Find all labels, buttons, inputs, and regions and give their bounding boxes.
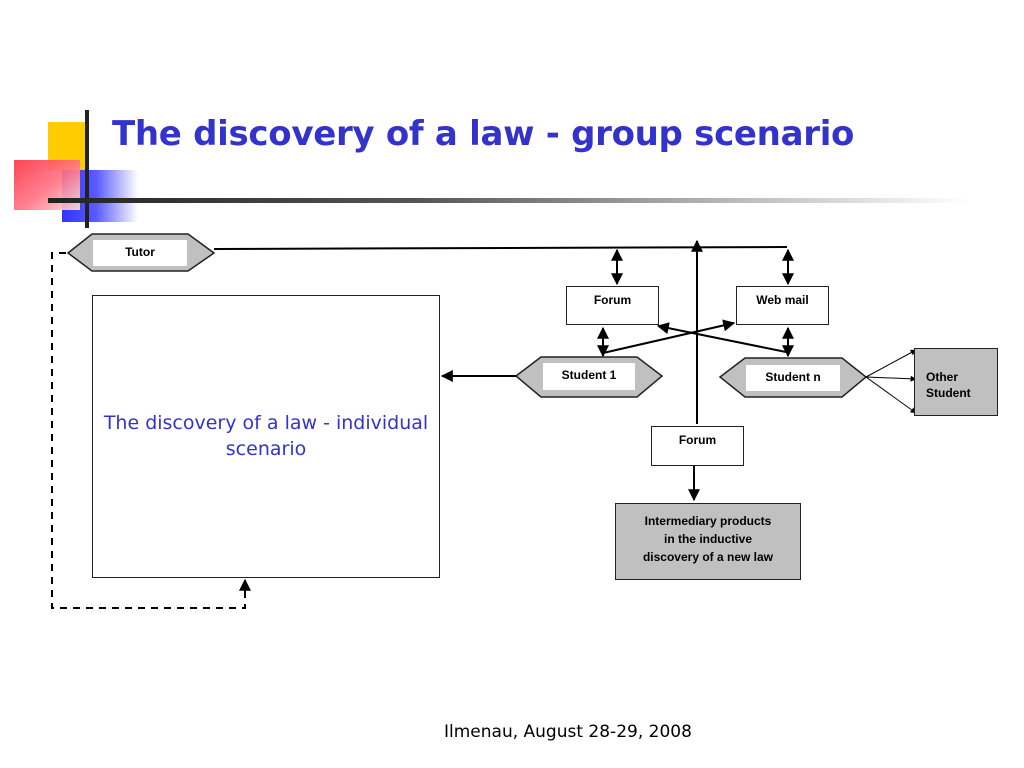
forum-top-box: Forum (566, 286, 659, 325)
intermediary-label-line3: discovery of a new law (642, 550, 774, 564)
slide-title: The discovery of a law - group scenario (112, 114, 855, 154)
title-underline (48, 198, 968, 203)
other-student-label-line2: Student (926, 386, 971, 400)
student-1-node (514, 356, 664, 398)
tutor-node (66, 233, 216, 272)
student-1-label: Student 1 (561, 368, 617, 382)
web-mail-box: Web mail (736, 286, 829, 325)
individual-scenario-label: The discovery of a law - individual scen… (103, 412, 429, 460)
student-n-label: Student n (765, 370, 821, 384)
dashed-feedback-loop (51, 252, 246, 609)
arrow-studentn-other-top (865, 349, 917, 378)
forum-top-label: Forum (593, 293, 632, 307)
arrow-student1-webmail (602, 319, 736, 354)
other-student-label-line1: Other (926, 370, 959, 384)
forum-bottom-label: Forum (678, 433, 717, 447)
arrow-studentn-other-bottom (865, 376, 917, 414)
tutor-line (213, 246, 788, 250)
deco-vertical-line (85, 110, 89, 228)
individual-scenario-box (92, 295, 440, 578)
intermediary-label-line2: in the inductive (663, 532, 752, 546)
arrow-studentn-other-mid (865, 375, 917, 382)
intermediary-products-box: Intermediary products in the inductive d… (615, 503, 801, 580)
forum-bottom-box: Forum (651, 426, 744, 466)
other-student-box: Other Student (914, 348, 998, 416)
tutor-label: Tutor (125, 245, 155, 259)
intermediary-label-line1: Intermediary products (644, 514, 772, 528)
web-mail-label: Web mail (756, 293, 809, 307)
arrow-studentn-forum (656, 322, 787, 353)
slide-footer: Ilmenau, August 28-29, 2008 (444, 722, 692, 742)
